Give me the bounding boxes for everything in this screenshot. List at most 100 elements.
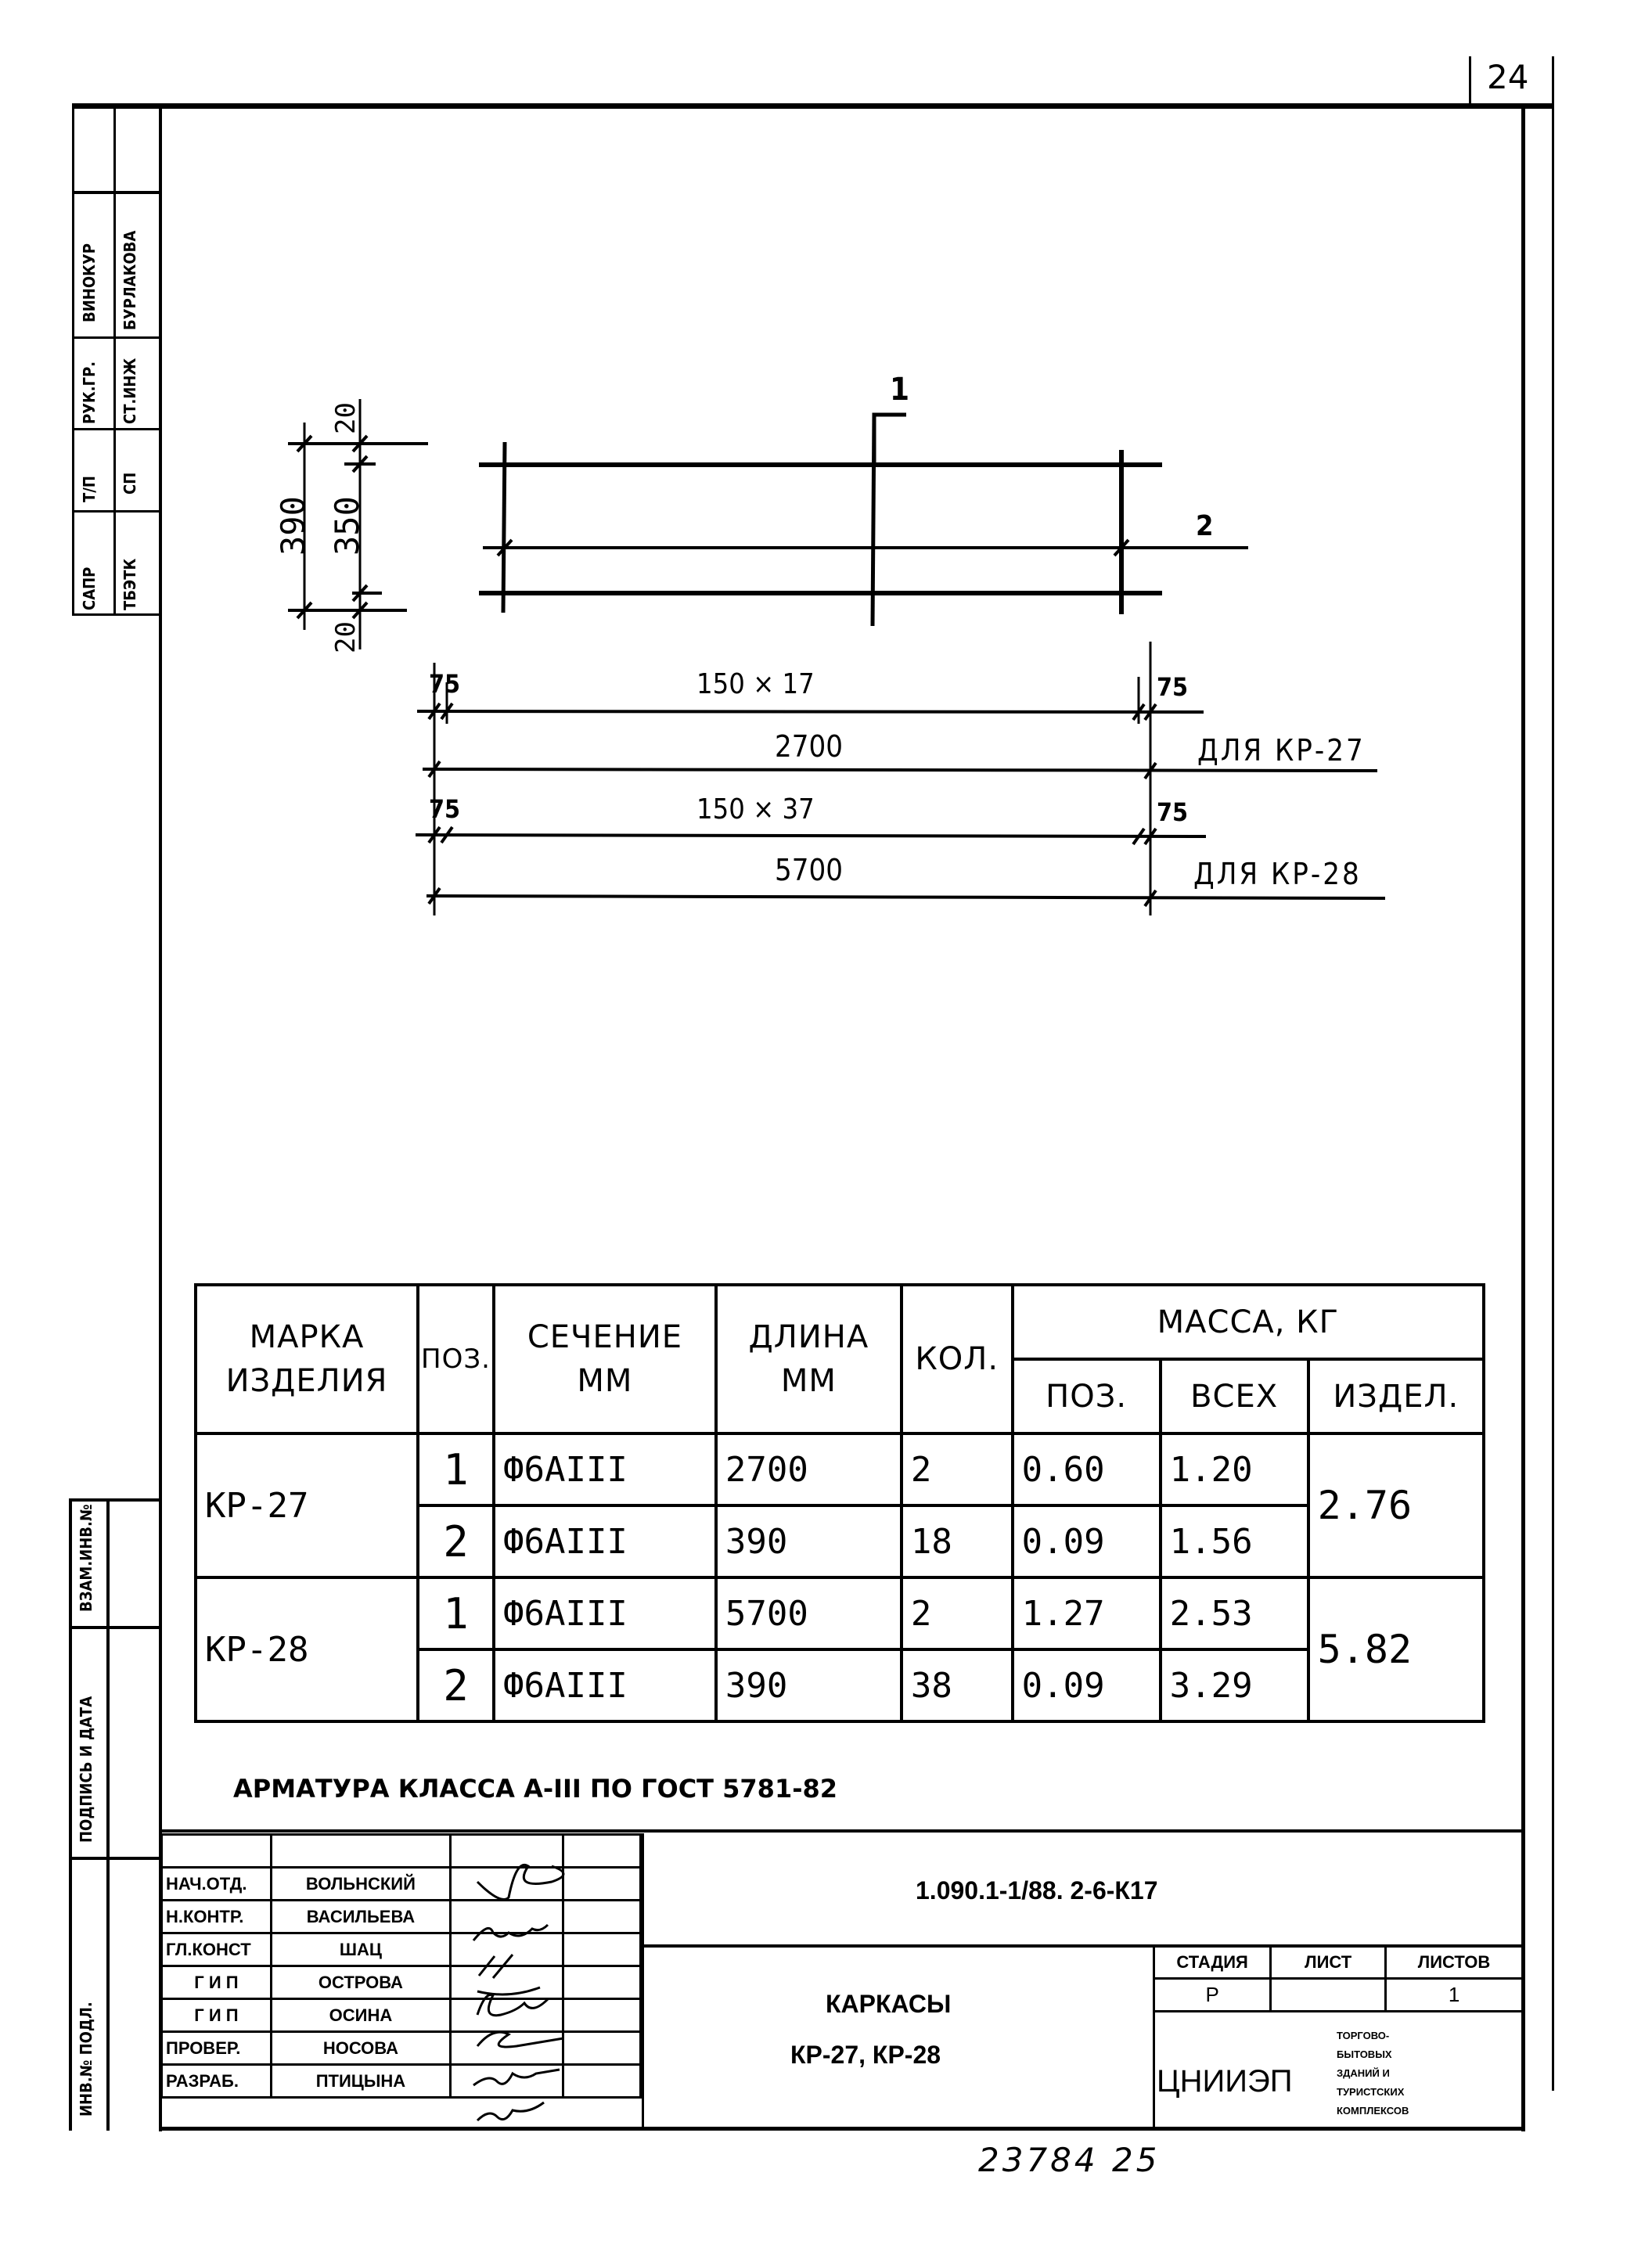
outer-right-border — [1552, 56, 1554, 2091]
table-row: 2 Ф6АIII 390 38 0.09 3.29 — [196, 1648, 1484, 1723]
org-name: ЦНИИЭП — [1157, 2064, 1293, 2099]
document-code: 1.090.1-1/88. 2-6-К17 — [916, 1876, 1158, 1905]
cell-pos: 2 — [416, 1504, 495, 1579]
callout-2: 2 — [1196, 510, 1214, 542]
sig-role: Г И П — [160, 1998, 272, 2033]
sheet-value — [1269, 1977, 1387, 2012]
kr27-spacing: 150 × 17 — [696, 668, 815, 700]
header-mass-item: ИЗДЕЛ. — [1306, 1358, 1486, 1435]
title-line-2: КР-27, КР-28 — [790, 2041, 941, 2069]
frame-right — [1521, 103, 1525, 2131]
table-subheader-row: ПОЗ. ВСЕХ ИЗДЕЛ. — [196, 1358, 1486, 1435]
sig-name: ОСТРОВА — [269, 1965, 452, 2000]
page-number-box-left — [1469, 56, 1471, 103]
cell-mass-pos: 0.09 — [1010, 1504, 1162, 1579]
cell-section: Ф6АIII — [491, 1432, 718, 1507]
sig-role: Г И П — [160, 1965, 272, 2000]
cell-mass-pos: 0.09 — [1010, 1648, 1162, 1723]
cell-qty: 2 — [899, 1576, 1014, 1651]
left-stamp-bottom: ВЗАМ.ИНВ.№ ПОДПИСЬ И ДАТА ИНВ.№ ПОДЛ. — [69, 1498, 162, 2131]
cell-section: Ф6АIII — [491, 1648, 718, 1723]
header-section: СЕЧЕНИЕ ММ — [491, 1283, 718, 1435]
sig-role: ГЛ.КОНСТ — [160, 1932, 272, 1967]
frame-bottom — [159, 2127, 1525, 2131]
title-divider-left — [642, 1833, 644, 2129]
sig-role: Н.КОНТР. — [160, 1899, 272, 1934]
kr28-total: 5700 — [775, 853, 843, 887]
stage-table: СТАДИЯ ЛИСТ ЛИСТОВ Р 1 — [1152, 1944, 1524, 2012]
kr28-edge-left: 75 — [429, 794, 461, 824]
cell-mark: КР-27 — [193, 1432, 420, 1579]
cell-length: 390 — [714, 1504, 903, 1579]
sig-name: ОСИНА — [269, 1998, 452, 2033]
header-mass: МАССА, КГ — [1010, 1283, 1486, 1361]
header-length: ДЛИНА ММ — [714, 1283, 903, 1435]
cell-section: Ф6АIII — [491, 1576, 718, 1651]
header-pos: ПОЗ. — [416, 1283, 495, 1435]
signature-row: РАЗРАБ.ПТИЦЫНА — [160, 2063, 642, 2099]
cell-pos: 1 — [416, 1432, 495, 1507]
sig-name: ВАСИЛЬЕВА — [269, 1899, 452, 1934]
org-desc-line: ТОРГОВО- — [1337, 2030, 1390, 2041]
sheets-label: ЛИСТОВ — [1384, 1944, 1524, 1980]
org-desc-line: ЗДАНИЙ И — [1337, 2067, 1390, 2079]
table-row: КР-27 1 Ф6АIII 2700 2 0.60 1.20 2.76 — [193, 1432, 1486, 1579]
kr28-edge-right: 75 — [1157, 797, 1189, 827]
signature-mark — [449, 1998, 564, 2033]
cell-mass-pos: 1.27 — [1010, 1576, 1162, 1651]
cell-length: 2700 — [714, 1432, 903, 1507]
cell-mass-all: 3.29 — [1158, 1648, 1310, 1723]
org-desc-line: ТУРИСТСКИХ — [1337, 2086, 1405, 2098]
page-number: 24 — [1487, 58, 1529, 96]
cell-mass-all: 1.56 — [1158, 1504, 1310, 1579]
left-stamp-top: САПР ТБЭТК Т/П СП РУК.ГР. СТ.ИНЖ ВИНОКУР… — [72, 103, 162, 616]
cell-mass-pos: 0.60 — [1010, 1432, 1162, 1507]
signature-mark — [449, 2063, 564, 2099]
stage-label: СТАДИЯ — [1152, 1944, 1272, 1980]
org-desc-line: КОМПЛЕКСОВ — [1337, 2105, 1409, 2117]
kr27-total: 2700 — [775, 729, 843, 764]
sig-role: ПРОВЕР. — [160, 2030, 272, 2066]
cell-mass-all: 1.20 — [1158, 1432, 1310, 1507]
kr27-label: ДЛЯ КР-27 — [1197, 733, 1366, 768]
sig-role: РАЗРАБ. — [160, 2063, 272, 2099]
sig-role: НАЧ.ОТД. — [160, 1866, 272, 1901]
header-qty: КОЛ. — [899, 1283, 1014, 1435]
kr27-edge-left: 75 — [429, 669, 461, 699]
cell-qty: 18 — [899, 1504, 1014, 1579]
archive-number: 23784 25 — [978, 2141, 1161, 2179]
sheets-value: 1 — [1384, 1977, 1524, 2012]
sheet-label: ЛИСТ — [1269, 1944, 1387, 1980]
reinforcement-note: АРМАТУРА КЛАССА А-III ПО ГОСТ 5781-82 — [233, 1774, 838, 1804]
cell-qty: 38 — [899, 1648, 1014, 1723]
sig-name: ПТИЦЫНА — [269, 2063, 452, 2099]
table-row: 2 Ф6АIII 390 18 0.09 1.56 — [196, 1504, 1484, 1579]
title-divider-horizontal — [642, 1944, 1524, 1948]
cell-mark: КР-28 — [193, 1576, 420, 1723]
cell-qty: 2 — [899, 1432, 1014, 1507]
callout-1: 1 — [890, 372, 910, 408]
sig-name: ВОЛЬНСКИЙ — [269, 1866, 452, 1901]
cell-item-mass: 5.82 — [1306, 1576, 1486, 1723]
kr28-label: ДЛЯ КР-28 — [1193, 857, 1362, 891]
table-row: КР-28 1 Ф6АIII 5700 2 1.27 2.53 5.82 — [193, 1576, 1486, 1723]
org-divider — [1153, 1944, 1155, 2129]
cell-pos: 2 — [416, 1648, 495, 1723]
signature-row: Н.КОНТР.ВАСИЛЬЕВА — [160, 1899, 642, 1934]
title-line-1: КАРКАСЫ — [826, 1990, 952, 2018]
frame-left — [159, 103, 162, 2131]
cell-mass-all: 2.53 — [1158, 1576, 1310, 1651]
header-mark: МАРКА ИЗДЕЛИЯ — [193, 1283, 420, 1435]
org-desc-line: БЫТОВЫХ — [1337, 2048, 1392, 2060]
specification-table: МАРКА ИЗДЕЛИЯ ПОЗ. СЕЧЕНИЕ ММ ДЛИНА ММ К… — [193, 1283, 1486, 1723]
cell-length: 5700 — [714, 1576, 903, 1651]
cell-section: Ф6АIII — [491, 1504, 718, 1579]
kr27-edge-right: 75 — [1157, 672, 1189, 702]
cell-pos: 1 — [416, 1576, 495, 1651]
header-mass-pos: ПОЗ. — [1010, 1358, 1162, 1435]
stage-value: Р — [1152, 1977, 1272, 2012]
sig-name: НОСОВА — [269, 2030, 452, 2066]
